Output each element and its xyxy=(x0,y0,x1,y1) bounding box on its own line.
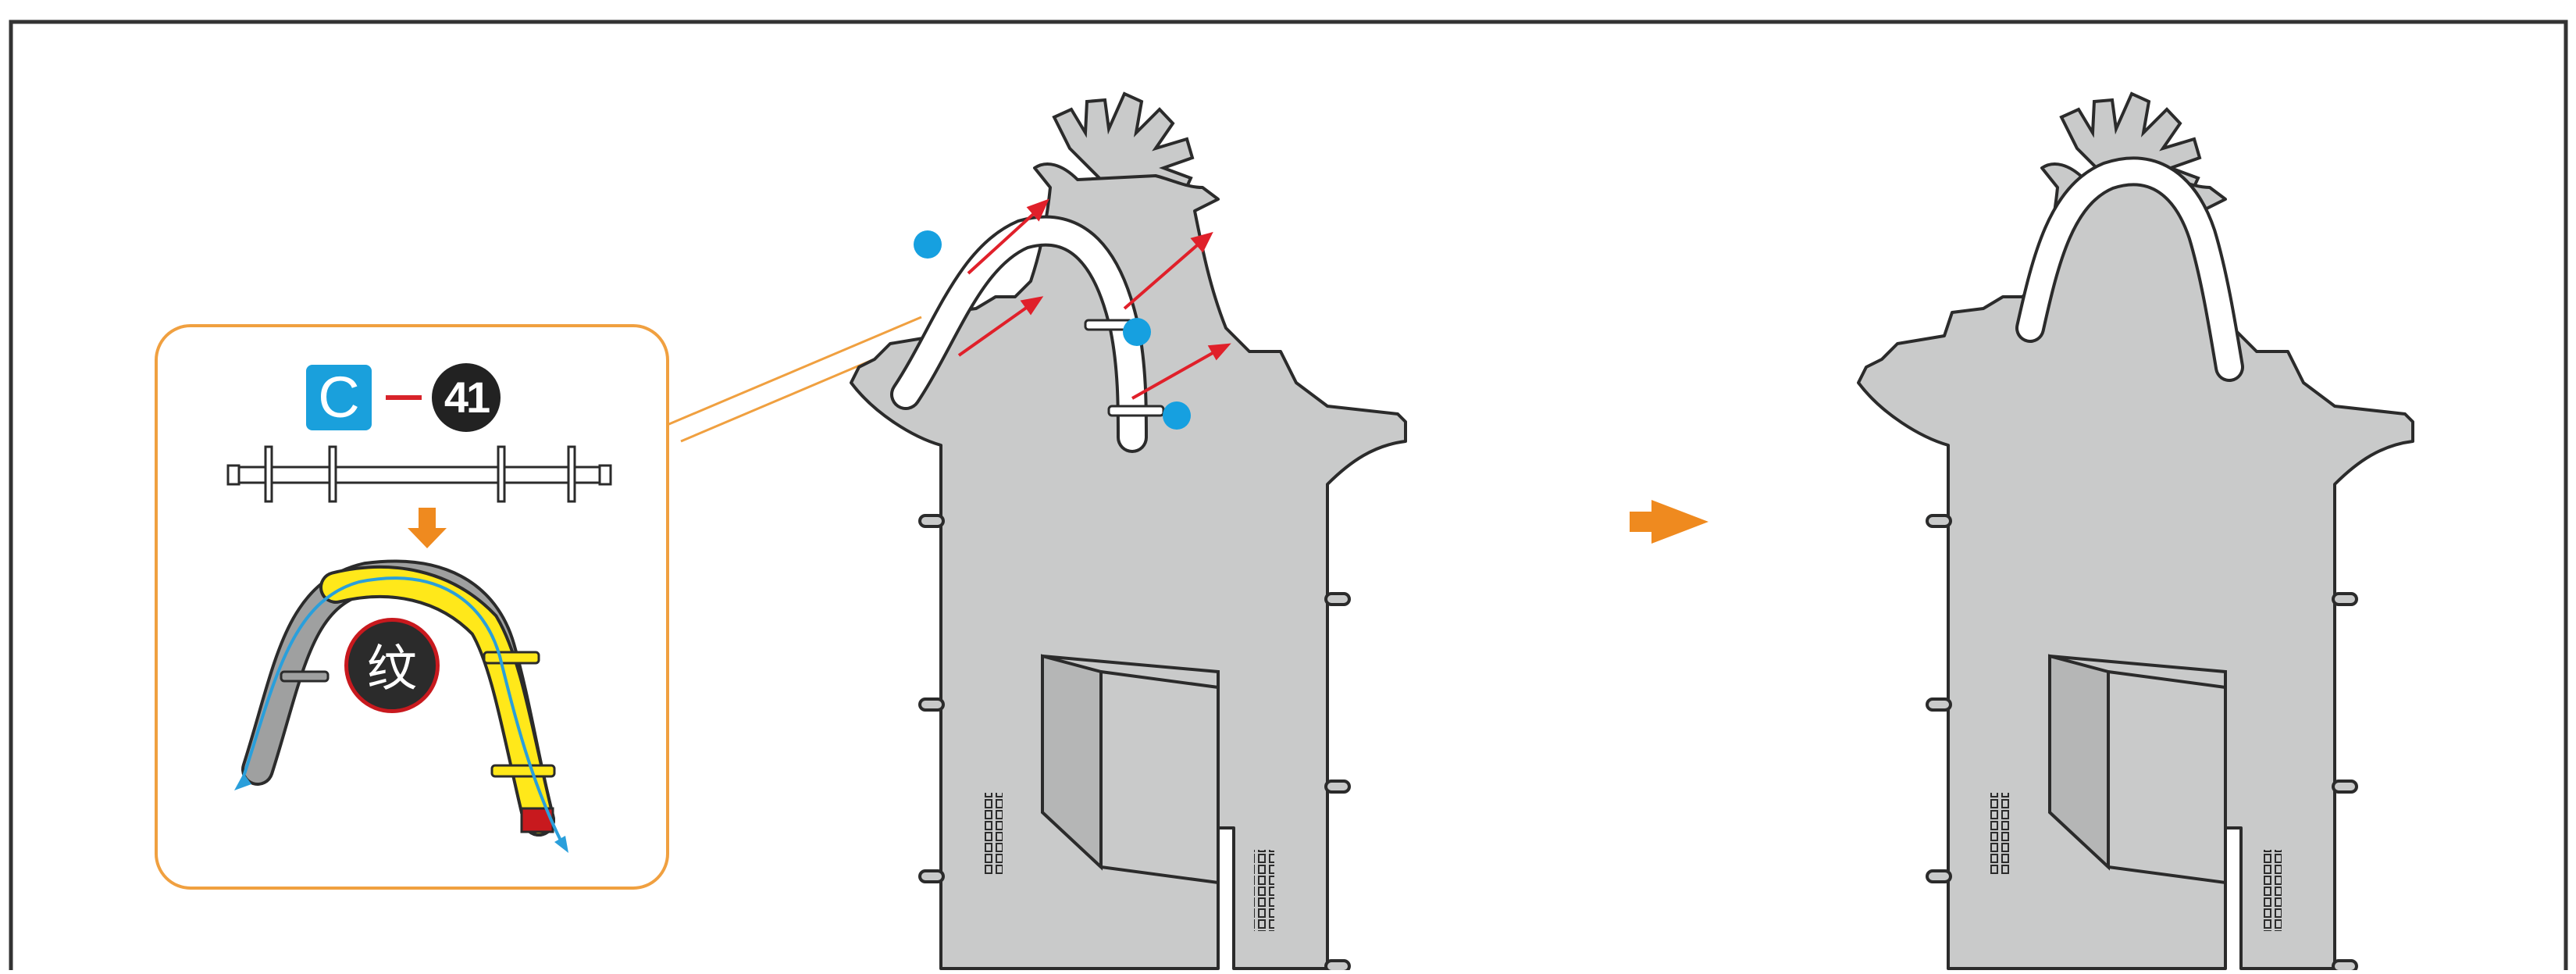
vent-grille xyxy=(2261,850,2282,931)
vent-grille xyxy=(982,793,1003,874)
part-letter-badge: C xyxy=(306,365,372,430)
vent-grille xyxy=(1254,850,1274,931)
part-dash xyxy=(386,395,422,400)
vent-grille xyxy=(1990,793,2010,874)
part-number-badge: 41 xyxy=(432,363,501,432)
tower-right xyxy=(1858,94,2413,970)
callout-box xyxy=(156,326,668,888)
tower-left xyxy=(851,94,1406,970)
right-arrow-icon xyxy=(1630,500,1708,544)
pattern-side-badge: 纹 xyxy=(344,618,440,713)
